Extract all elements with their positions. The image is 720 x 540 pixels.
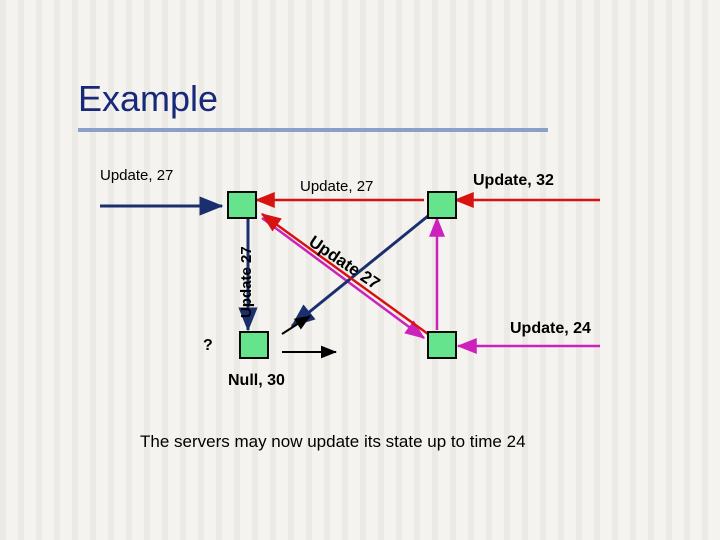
label-top-left: Update, 27 [100, 167, 174, 184]
label-vertical-left: Update 27 [238, 246, 255, 318]
page-title: Example [78, 78, 219, 119]
slide-caption: The servers may now update its state up … [140, 432, 526, 451]
label-top-mid: Update, 27 [300, 178, 374, 195]
label-top-right: Update, 32 [473, 172, 554, 189]
title-divider [78, 128, 548, 132]
label-question: ? [203, 337, 213, 354]
label-right-mid: Update, 24 [510, 320, 591, 337]
label-bottom: Null, 30 [228, 372, 285, 389]
